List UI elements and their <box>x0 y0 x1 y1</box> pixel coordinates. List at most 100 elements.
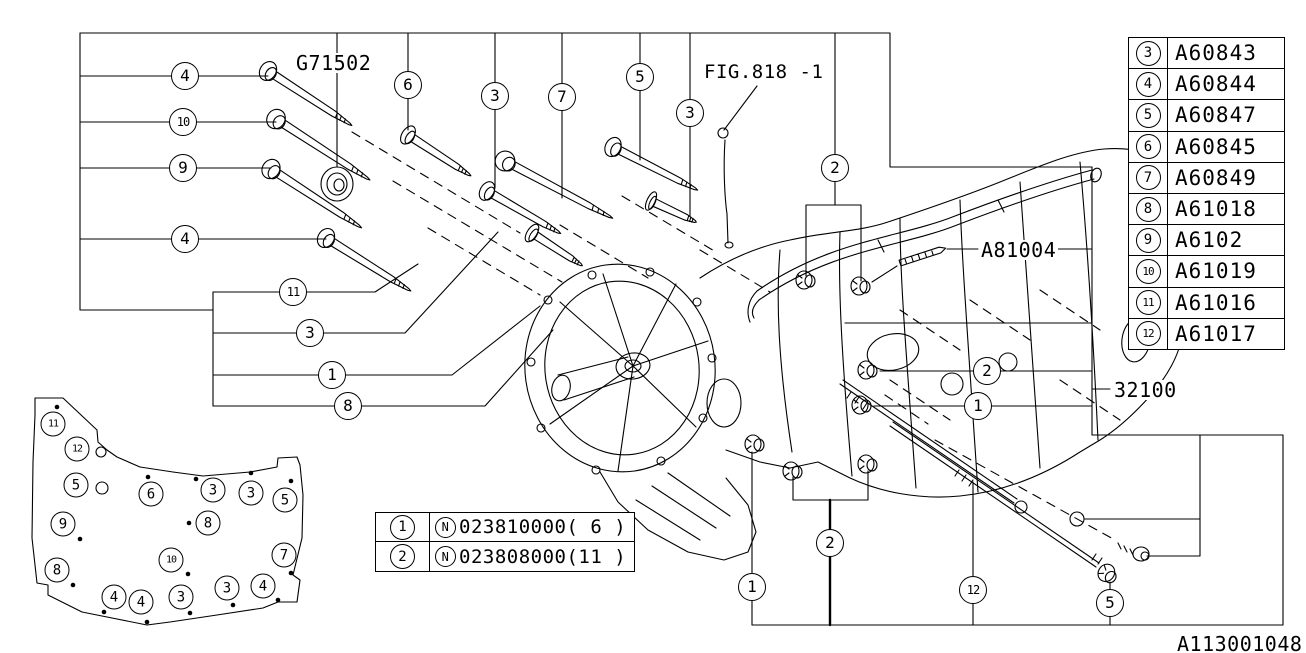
callout-8: 8 <box>334 392 362 420</box>
parts-table-row: 3 A60843 <box>1129 38 1284 69</box>
callout-4: 4 <box>171 62 199 90</box>
part-ref-cell: 6 <box>1129 131 1168 162</box>
label-seal-ring: G71502 <box>294 51 374 75</box>
part-code: A60849 <box>1175 165 1257 190</box>
callout-3: 3 <box>296 319 324 347</box>
gasket-callout-8: 8 <box>44 557 70 583</box>
gasket-callout-6: 6 <box>138 481 164 507</box>
gasket-callout-12: 12 <box>64 436 90 462</box>
callout-3: 3 <box>676 99 704 127</box>
gasket-callout-3: 3 <box>214 575 240 601</box>
callout-3: 3 <box>481 82 509 110</box>
part-ref-cell: 7 <box>1129 162 1168 193</box>
part-ref-badge: 11 <box>1135 290 1161 316</box>
oil-seal-ring <box>321 167 353 201</box>
callout-7: 7 <box>548 83 576 111</box>
parts-table-row: 10 A61019 <box>1129 255 1284 287</box>
part-ref-cell: 3 <box>1129 38 1168 69</box>
legend-ref-badge: 1 <box>390 514 415 540</box>
fasteners <box>255 57 1149 588</box>
gasket-callout-3: 3 <box>200 477 226 503</box>
gasket-callout-10: 10 <box>158 547 184 573</box>
part-code: A60844 <box>1175 72 1257 97</box>
part-code: A61016 <box>1175 290 1257 315</box>
part-ref-cell: 10 <box>1129 256 1168 287</box>
callout-11: 11 <box>279 278 307 306</box>
part-ref-cell: 9 <box>1129 225 1168 256</box>
callout-9: 9 <box>169 154 197 182</box>
label-figure-ref: FIG.818 -1 <box>702 61 826 83</box>
legend-code: 023808000(11 ) <box>459 545 627 568</box>
part-ref-cell: 11 <box>1129 287 1168 318</box>
callout-1: 1 <box>318 361 346 389</box>
part-code: A61018 <box>1175 197 1257 222</box>
label-assembly: 32100 <box>1112 378 1179 402</box>
callout-6: 6 <box>394 71 422 99</box>
label-stud: A81004 <box>979 238 1059 262</box>
gasket-callout-3: 3 <box>168 584 194 610</box>
parts-table-row: 8 A61018 <box>1129 192 1284 225</box>
callout-5: 5 <box>1096 589 1124 617</box>
parts-table-row: 9 A6102 <box>1129 224 1284 256</box>
part-ref-cell: 8 <box>1129 193 1168 225</box>
part-ref-badge: 8 <box>1135 196 1161 222</box>
part-ref-cell: 12 <box>1129 318 1168 349</box>
legend-code: 023810000( 6 ) <box>459 516 627 539</box>
part-code: A60845 <box>1175 134 1257 159</box>
transmission-case-drawing <box>511 128 1197 560</box>
part-ref-badge: 3 <box>1135 40 1161 66</box>
part-ref-badge: 9 <box>1135 227 1161 253</box>
drawing-number: A113001048 <box>1175 632 1305 653</box>
part-ref-badge: 6 <box>1135 134 1161 160</box>
parts-table-row: 12 A61017 <box>1129 317 1284 349</box>
part-code: A60843 <box>1175 41 1257 66</box>
gasket-callout-5: 5 <box>272 487 298 513</box>
callout-1: 1 <box>964 392 992 420</box>
part-ref-badge: 4 <box>1135 71 1161 97</box>
part-ref-badge: 5 <box>1135 102 1161 128</box>
legend-ref-badge: 2 <box>390 544 415 570</box>
part-ref-badge: 12 <box>1135 321 1161 347</box>
callout-2: 2 <box>973 357 1001 385</box>
parts-table-row: 5 A60847 <box>1129 99 1284 131</box>
callout-2: 2 <box>821 154 849 182</box>
callout-5: 5 <box>626 63 654 91</box>
gasket-outline <box>32 398 303 625</box>
part-ref-cell: 4 <box>1129 69 1168 100</box>
part-ref-badge: 10 <box>1135 258 1161 284</box>
parts-table-row: 7 A60849 <box>1129 161 1284 193</box>
gasket-callout-9: 9 <box>50 511 76 537</box>
legend-ref-cell: 1 <box>376 513 430 542</box>
gasket-callout-4: 4 <box>250 573 276 599</box>
part-ref-cell: 5 <box>1129 100 1168 131</box>
parts-table-row: 11 A61016 <box>1129 286 1284 318</box>
callout-4: 4 <box>171 225 199 253</box>
insertion-axis-lines <box>352 132 1115 540</box>
part-code: A61019 <box>1175 259 1257 284</box>
gasket-callout-4: 4 <box>128 589 154 615</box>
callout-1: 1 <box>738 573 766 601</box>
gasket-callout-8: 8 <box>195 510 221 536</box>
gasket-callout-3: 3 <box>238 480 264 506</box>
gasket-callout-11: 11 <box>40 411 66 437</box>
legend-ref-cell: 2 <box>376 542 430 571</box>
callout-10: 10 <box>169 108 197 136</box>
circled-n-symbol: N <box>435 546 456 568</box>
parts-table-row: 6 A60845 <box>1129 130 1284 162</box>
part-code: A61017 <box>1175 321 1257 346</box>
callout-12: 12 <box>959 576 987 604</box>
circled-n-symbol: N <box>435 516 456 538</box>
callout-2: 2 <box>816 529 844 557</box>
part-code: A6102 <box>1175 228 1244 253</box>
stud-a81004 <box>899 245 947 266</box>
part-code: A60847 <box>1175 103 1257 128</box>
gasket-callout-7: 7 <box>271 542 297 568</box>
